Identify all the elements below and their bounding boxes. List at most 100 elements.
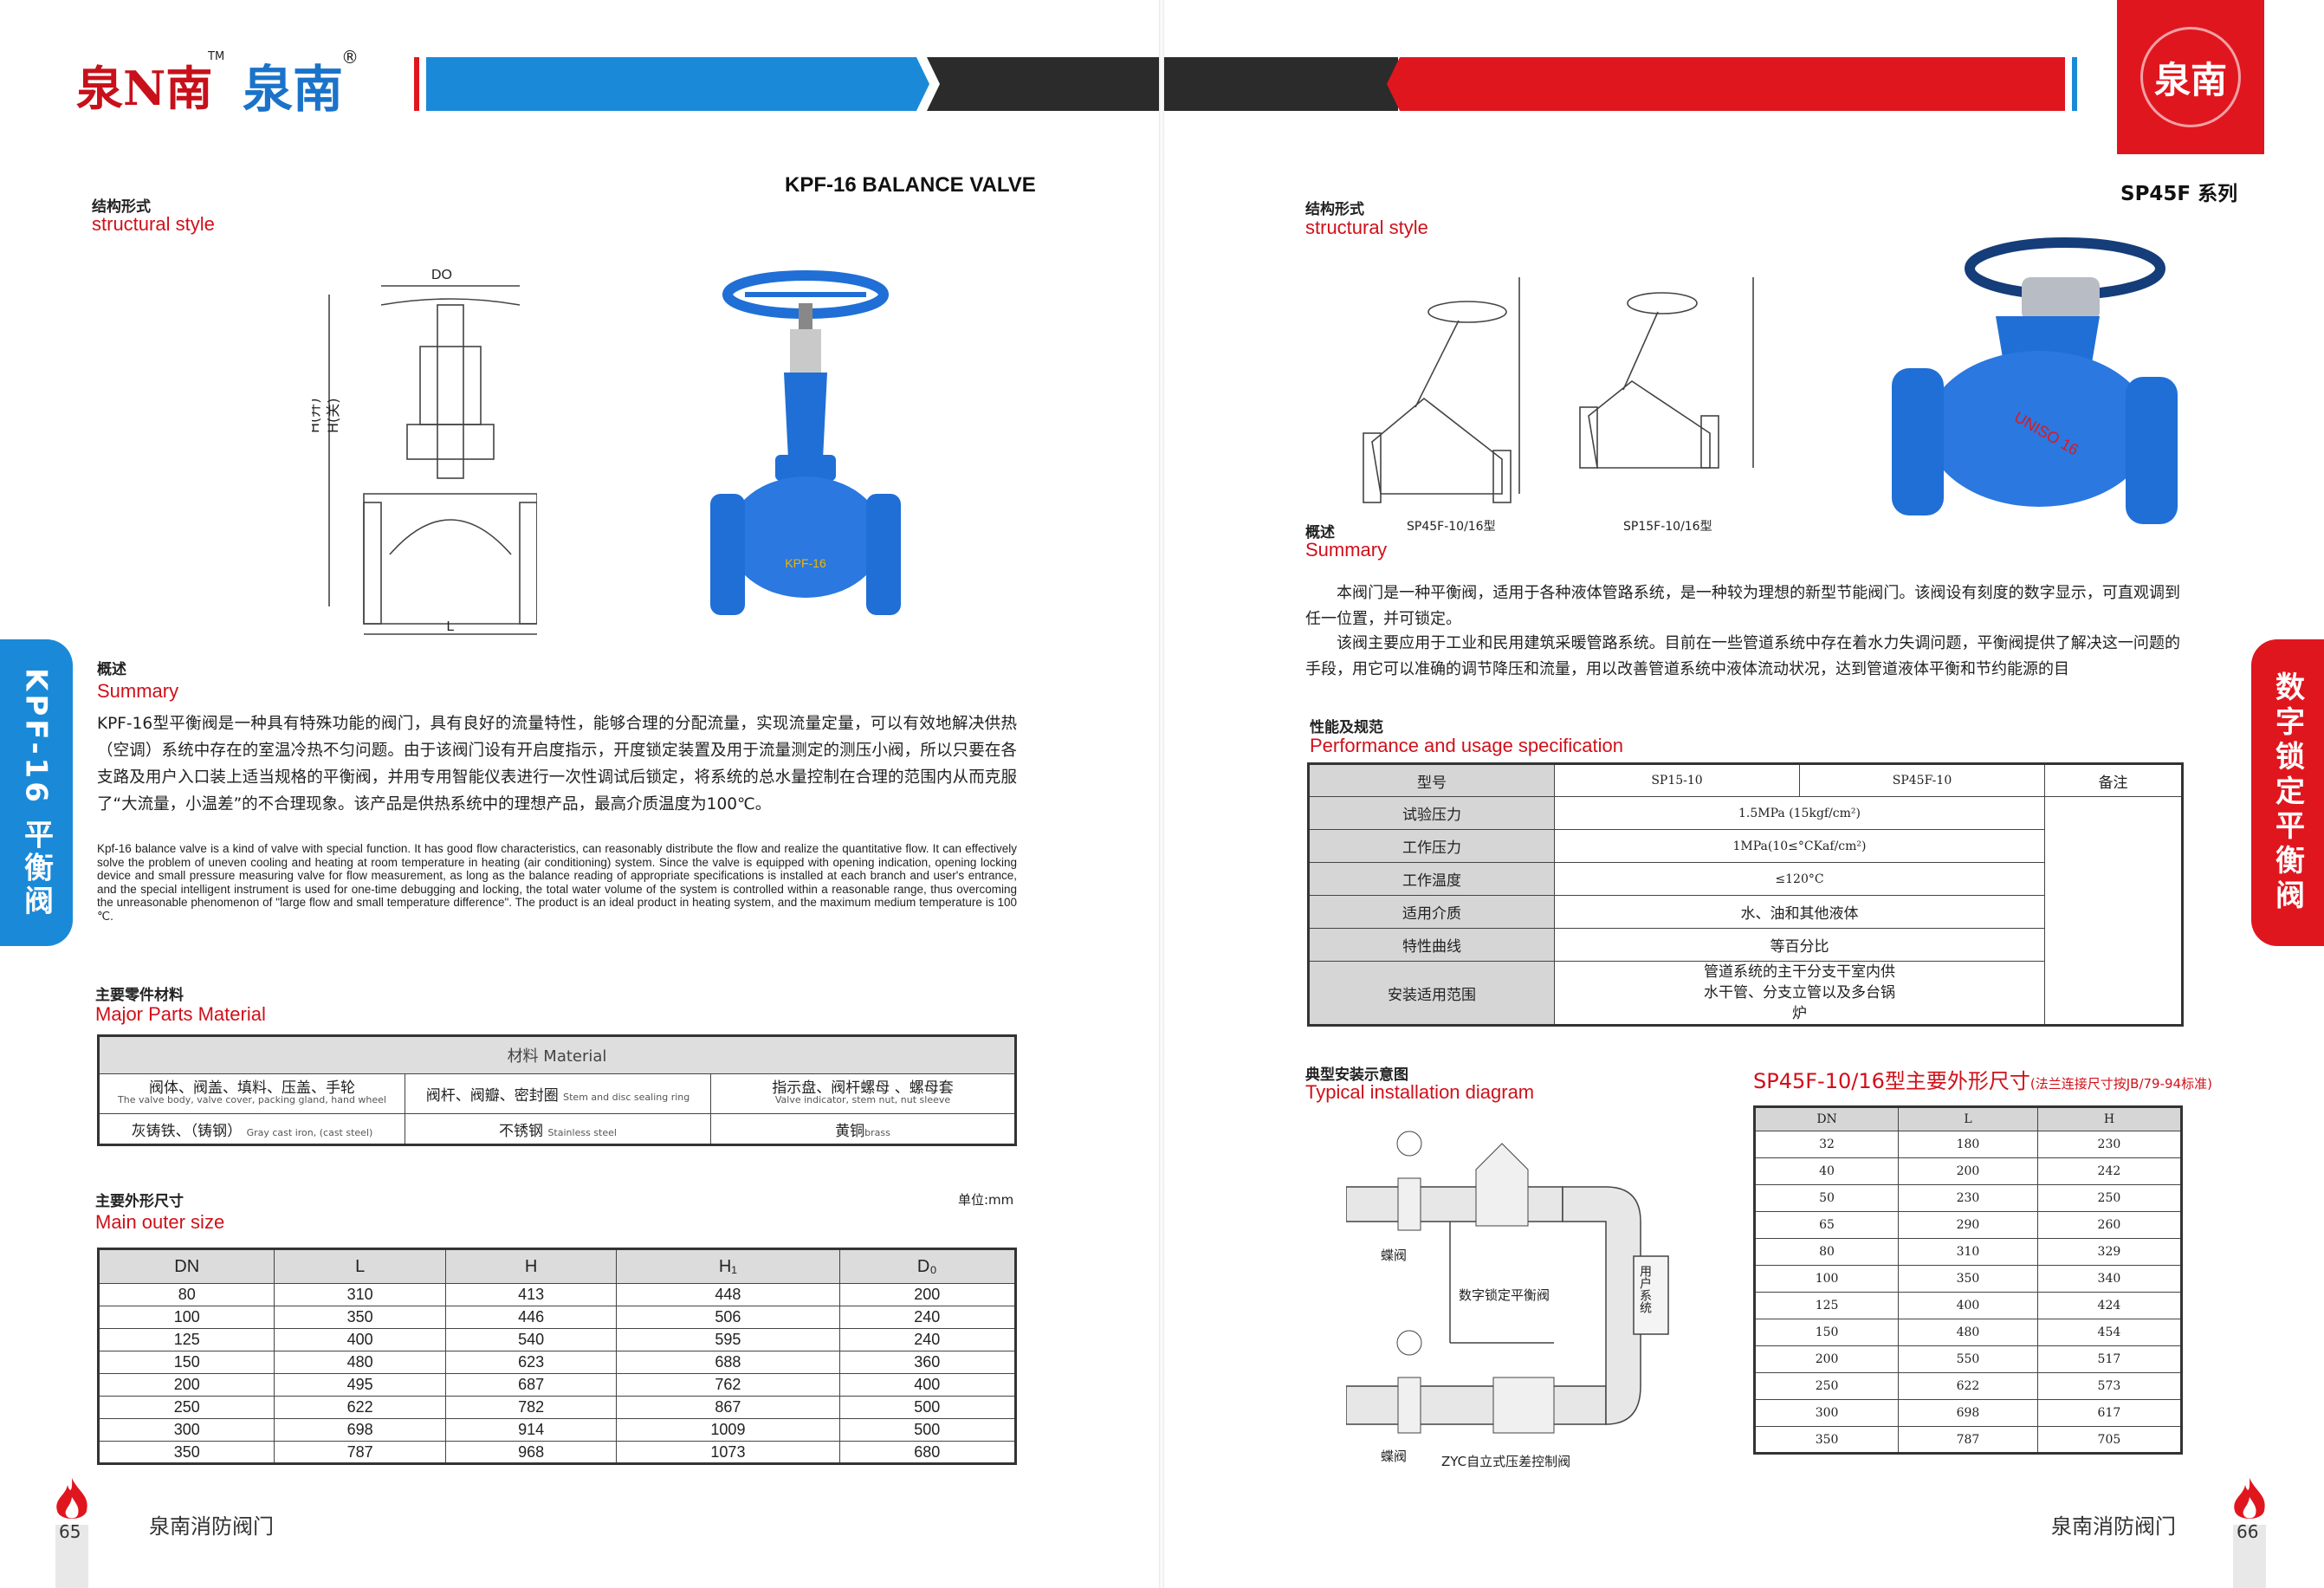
size-table-cell: 100 [97, 1306, 275, 1329]
dim-table-cell: 787 [1898, 1426, 2038, 1454]
dim-header-row: DN L H [1753, 1106, 2183, 1131]
size-table-cell: 300 [97, 1418, 275, 1442]
bonnet-outline [406, 424, 495, 460]
perf-label: 特性曲线 [1308, 928, 1555, 962]
summary-heading-cn: 概述 [1305, 524, 1335, 541]
dim-header-cell: L [1898, 1106, 2038, 1131]
parts-col-2: 阀杆、阀瓣、密封圈 Stem and disc sealing ring [405, 1073, 711, 1114]
size-header-cell: H [444, 1248, 618, 1284]
sp15f-thread-2 [1700, 415, 1719, 469]
perf-row: 特性曲线 等百分比 [1308, 928, 2183, 962]
footer-bar-left [55, 1525, 88, 1588]
dim-title-note: (法兰连接尺寸按JB/79-94标准) [2029, 1076, 2212, 1092]
perf-label: 安装适用范围 [1308, 961, 1555, 1026]
perf-header-note: 备注 [2044, 763, 2183, 797]
sp45f-stem-outline [1414, 320, 1460, 408]
size-table-cell: 400 [274, 1328, 446, 1351]
size-table-cell: 622 [274, 1396, 446, 1419]
book-spine [1159, 0, 1164, 1588]
butterfly-label-lower: 蝶阀 [1381, 1449, 1407, 1464]
dim-table-cell: 180 [1898, 1131, 2038, 1158]
header-band-right [1164, 57, 2077, 111]
h-open-label: H(开) [312, 398, 322, 433]
material-col-2-cn: 不锈钢 [499, 1122, 544, 1140]
size-header-cell: D₀ [838, 1248, 1017, 1284]
perf-row: 工作压力 1MPa(10≤°CKaf/cm²) [1308, 829, 2183, 863]
structural-heading-en: structural style [92, 213, 215, 235]
size-table-cell: 350 [97, 1441, 275, 1464]
l-label: L [447, 619, 455, 634]
band-blue-bar [2072, 57, 2077, 111]
flange-left [363, 502, 382, 625]
right-flange [866, 494, 901, 615]
dim-table-cell: 550 [1898, 1345, 2038, 1373]
bonnet [775, 455, 836, 481]
size-table-cell: 495 [274, 1373, 446, 1397]
parts-material-row: 灰铸铁、（铸钢） Gray cast iron, (cast steel) 不锈… [98, 1113, 1016, 1145]
perf-header-model: 型号 [1308, 763, 1555, 797]
size-table-cell: 200 [838, 1283, 1017, 1306]
side-tab-kpf16: KPF-16 平衡阀 [0, 639, 73, 946]
dim-header-cell: H [2036, 1106, 2183, 1131]
sp45f-flange-2 [1492, 450, 1512, 503]
right-flange [2126, 377, 2178, 524]
material-col-1: 灰铸铁、（铸钢） Gray cast iron, (cast steel) [98, 1113, 405, 1145]
product-title: KPF-16 BALANCE VALVE [785, 173, 1036, 197]
drawing-caption-2: SP15F-10/16型 [1623, 520, 1712, 534]
dim-table-cell: 230 [1898, 1184, 2038, 1212]
material-col-1-cn: 灰铸铁、（铸钢） [131, 1122, 243, 1140]
flame-icon [56, 1478, 87, 1519]
size-table-cell: 500 [838, 1396, 1017, 1419]
sp15f-thread-1 [1579, 406, 1598, 469]
dim-table-cell: 50 [1753, 1184, 1900, 1212]
dim-table-cell: 32 [1753, 1131, 1900, 1158]
yoke [784, 373, 827, 459]
perf-row: 安装适用范围 管道系统的主干分支干室内供水干管、分支立管以及多台锅炉 [1308, 961, 2183, 1026]
size-table-cell: 310 [274, 1283, 446, 1306]
size-table-cell: 688 [616, 1351, 840, 1374]
size-table-cell: 867 [616, 1396, 840, 1419]
perf-header-sp45f: SP45F-10 [1799, 763, 2045, 797]
size-table-cell: 250 [97, 1396, 275, 1419]
user-system-label: 用户系统 [1638, 1265, 1652, 1314]
summary-para-1: 本阀门是一种平衡阀，适用于各种液体管路系统，是一种较为理想的新型节能阀门。该阀设… [1305, 584, 2180, 628]
dim-table-cell: 517 [2036, 1345, 2183, 1373]
size-table-cell: 506 [616, 1306, 840, 1329]
dim-table-cell: 350 [1898, 1265, 2038, 1293]
do-label: DO [431, 268, 452, 282]
upper-pipe [1346, 1186, 1563, 1222]
size-header-cell: L [274, 1248, 446, 1284]
parts-heading-en: Major Parts Material [95, 1003, 266, 1025]
summary-heading-en: Summary [1305, 539, 1388, 561]
kpf16-valve-photo: KPF-16 [710, 270, 901, 615]
perf-label: 试验压力 [1308, 796, 1555, 830]
perf-note-cell [2044, 796, 2183, 1026]
summary-text-cn: KPF-16型平衡阀是一种具有特殊功能的阀门，具有良好的流量特性，能够合理的分配… [97, 715, 1017, 813]
band-blue [426, 57, 929, 111]
dim-table-cell: 350 [1753, 1426, 1900, 1454]
summary-heading-cn: 概述 [97, 661, 126, 678]
size-heading-en: Main outer size [95, 1211, 225, 1233]
sp45f-drawings: SP45F-10/16型 SP15F-10/16型 [1363, 277, 1754, 534]
unit-label: 单位:mm [958, 1192, 1014, 1208]
page-number: 65 [59, 1521, 81, 1542]
header-band [414, 57, 1159, 111]
size-table-cell: 448 [616, 1283, 840, 1306]
sp45f-wheel-outline [1427, 301, 1507, 323]
dim-table-cell: 40 [1753, 1157, 1900, 1185]
flange-right [519, 502, 537, 625]
dim-table-cell: 80 [1753, 1238, 1900, 1266]
dim-table-cell: 424 [2036, 1292, 2183, 1319]
handwheel-outline [380, 298, 521, 306]
